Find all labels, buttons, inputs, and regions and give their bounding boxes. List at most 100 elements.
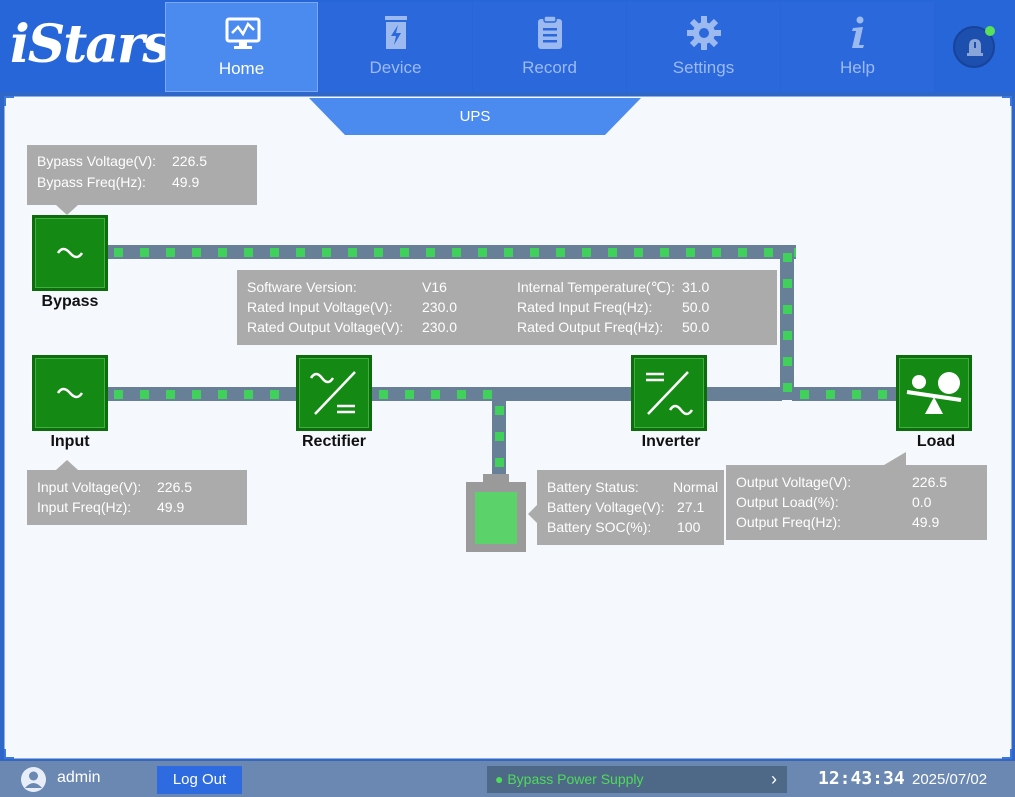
- tab-device[interactable]: Device: [319, 2, 472, 92]
- battery-status-value: Normal: [673, 479, 719, 495]
- user-avatar-icon: [20, 766, 47, 793]
- input-rectifier-flow-line: [106, 387, 298, 401]
- battery-voltage-label: Battery Voltage(V):: [547, 499, 665, 515]
- info-icon: [839, 14, 877, 52]
- corner-decoration: [1002, 96, 1012, 106]
- battery-cap: [483, 474, 509, 483]
- output-info-box: Output Voltage(V): 226.5 Output Load(%):…: [726, 465, 987, 540]
- tab-record-label: Record: [522, 58, 577, 77]
- battery-device-icon: [377, 14, 415, 52]
- panel-title: UPS: [459, 108, 491, 125]
- battery-charge-fill: [475, 492, 517, 544]
- battery-info-pointer: [528, 505, 537, 523]
- chevron-right-icon: ›: [771, 769, 777, 789]
- software-version-label: Software Version:: [247, 279, 357, 295]
- ac-wave-icon: [56, 247, 84, 259]
- battery-voltage-value: 27.1: [677, 499, 705, 515]
- ac-dc-icon: [309, 371, 356, 415]
- top-nav-bar: iStars Home Device Record Settings: [0, 0, 1015, 92]
- input-freq-value: 49.9: [157, 499, 185, 515]
- gear-icon: [685, 14, 723, 52]
- tab-device-label: Device: [369, 58, 422, 77]
- output-load-label: Output Load(%):: [736, 494, 839, 510]
- battery-status-label: Battery Status:: [547, 479, 639, 495]
- output-voltage-value: 226.5: [912, 474, 948, 490]
- input-voltage-value: 226.5: [157, 479, 193, 495]
- rated-output-freq-label: Rated Output Freq(Hz):: [517, 319, 664, 335]
- rectifier-component[interactable]: [296, 355, 372, 431]
- load-label: Load: [916, 433, 956, 450]
- dc-ac-icon: [646, 371, 694, 416]
- bypass-freq-value: 49.9: [172, 174, 200, 190]
- output-info-pointer: [884, 452, 906, 465]
- tab-home-label: Home: [218, 59, 265, 78]
- battery-soc-label: Battery SOC(%):: [547, 519, 652, 535]
- alarm-status-dot: [985, 26, 995, 36]
- bypass-drop-line: [780, 245, 794, 400]
- rated-output-voltage-value: 230.0: [422, 319, 458, 335]
- output-load-value: 0.0: [912, 494, 932, 510]
- alarm-bell-icon: [967, 39, 983, 56]
- rated-output-freq-value: 50.0: [682, 319, 710, 335]
- rectifier-label: Rectifier: [301, 433, 367, 450]
- battery-flow-line: [492, 398, 506, 474]
- clock-date: 2025/07/02: [912, 771, 988, 788]
- bypass-component[interactable]: [32, 215, 108, 291]
- bypass-info-pointer: [56, 205, 78, 215]
- bypass-freq-label: Bypass Freq(Hz):: [37, 174, 146, 190]
- corner-decoration: [4, 96, 14, 106]
- output-freq-value: 49.9: [912, 514, 940, 530]
- rated-input-voltage-value: 230.0: [422, 299, 458, 315]
- battery-soc-value: 100: [677, 519, 701, 535]
- tab-help-label: Help: [840, 58, 875, 77]
- inverter-output-line: [706, 387, 782, 401]
- internal-temperature-value: 31.0: [682, 279, 710, 295]
- istars-logo: iStars: [10, 14, 172, 75]
- logout-button[interactable]: Log Out: [157, 766, 242, 794]
- rated-input-freq-label: Rated Input Freq(Hz):: [517, 299, 653, 315]
- battery-info-box: Battery Status: Normal Battery Voltage(V…: [537, 470, 724, 545]
- tab-home[interactable]: Home: [165, 2, 318, 92]
- dc-bus-line: [500, 387, 634, 401]
- power-supply-status-text: ● Bypass Power Supply: [495, 771, 644, 787]
- load-component[interactable]: [896, 355, 972, 431]
- tab-settings-label: Settings: [672, 58, 735, 77]
- rated-output-voltage-label: Rated Output Voltage(V):: [247, 319, 404, 335]
- input-component[interactable]: [32, 355, 108, 431]
- rated-input-freq-value: 50.0: [682, 299, 710, 315]
- tab-help[interactable]: Help: [781, 2, 934, 92]
- power-supply-status[interactable]: ● Bypass Power Supply ›: [487, 766, 787, 793]
- internal-temperature-label: Internal Temperature(℃):: [517, 279, 675, 295]
- inverter-component[interactable]: [631, 355, 707, 431]
- battery-component[interactable]: [466, 474, 526, 552]
- rectifier-inverter-flow-line: [371, 387, 501, 401]
- tab-record[interactable]: Record: [473, 2, 626, 92]
- tab-settings[interactable]: Settings: [627, 2, 780, 92]
- output-load-flow-line: [792, 387, 898, 401]
- corner-decoration: [4, 749, 14, 759]
- rated-input-voltage-label: Rated Input Voltage(V):: [247, 299, 393, 315]
- input-voltage-label: Input Voltage(V):: [37, 479, 142, 495]
- ups-title-tab: UPS: [309, 98, 641, 135]
- bypass-label: Bypass: [41, 293, 99, 310]
- input-info-box: Input Voltage(V): 226.5 Input Freq(Hz): …: [27, 470, 247, 525]
- system-info-box: Software Version: V16 Rated Input Voltag…: [237, 270, 777, 345]
- username: admin: [57, 769, 101, 786]
- input-freq-label: Input Freq(Hz):: [37, 499, 132, 515]
- input-info-pointer: [56, 460, 78, 470]
- ac-wave-icon: [56, 387, 84, 399]
- bypass-info-box: Bypass Voltage(V): 226.5 Bypass Freq(Hz)…: [27, 145, 257, 205]
- alarm-button[interactable]: [953, 26, 995, 68]
- main-nav: Home Device Record Settings Help: [165, 2, 935, 92]
- monitor-chart-icon: [224, 15, 262, 53]
- output-freq-label: Output Freq(Hz):: [736, 514, 842, 530]
- input-label: Input: [50, 433, 90, 450]
- clipboard-icon: [531, 14, 569, 52]
- inverter-label: Inverter: [641, 433, 701, 450]
- clock-time: 12:43:34: [818, 768, 905, 789]
- software-version-value: V16: [422, 279, 447, 295]
- ups-panel: UPS: [4, 96, 1012, 759]
- bottom-status-bar: admin Log Out ● Bypass Power Supply › 12…: [0, 760, 1015, 797]
- corner-decoration: [1002, 749, 1012, 759]
- bypass-voltage-label: Bypass Voltage(V):: [37, 153, 157, 169]
